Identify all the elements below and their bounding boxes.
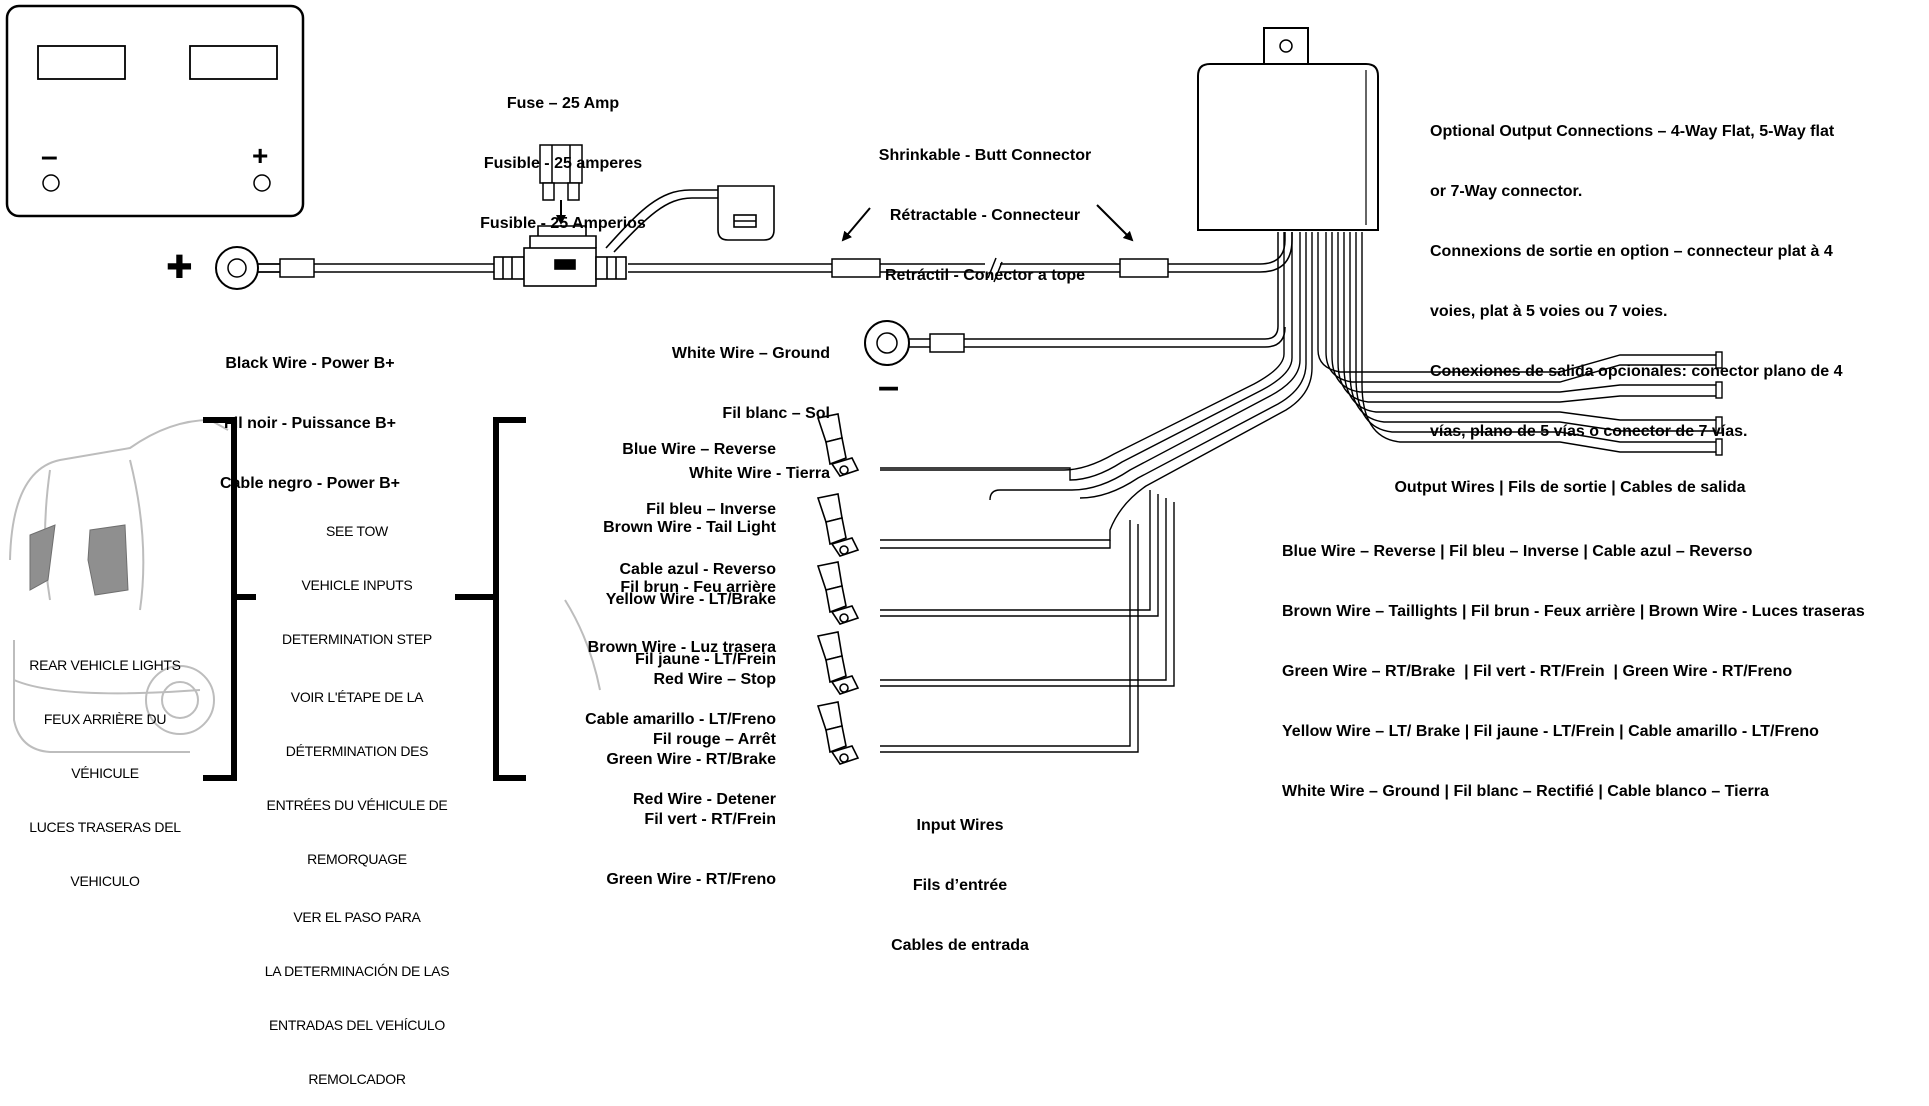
rear-lights-line: REAR VEHICLE LIGHTS: [29, 657, 181, 673]
output-wire-line: White Wire – Ground | Fil blanc – Rectif…: [1282, 783, 1769, 800]
optional-output-line: or 7-Way connector.: [1430, 183, 1583, 200]
see-tow-line: SEE TOW: [326, 523, 388, 539]
input-wire-label-blue: Blue Wire – Reverse Fil bleu – Inverse C…: [540, 400, 777, 600]
see-tow-line: ENTRADAS DEL VEHÍCULO: [268, 1017, 445, 1033]
battery-positive-symbol: +: [252, 140, 269, 171]
output-wire-line: Yellow Wire – LT/ Brake | Fil jaune - LT…: [1282, 723, 1819, 740]
input-wire-label-brown: Brown Wire - Tail Light Fil brun - Feu a…: [540, 478, 776, 678]
fuse-label-line: Fuse – 25 Amp: [506, 95, 620, 112]
ground-minus-symbol: –: [878, 366, 900, 408]
output-wire-line: Blue Wire – Reverse | Fil bleu – Inverse…: [1282, 543, 1753, 560]
input-wire-bundle: [880, 232, 1313, 753]
see-tow-line: VEHICLE INPUTS: [301, 577, 413, 593]
fuse-label-line: Fusible - 25 Amperios: [480, 215, 646, 232]
input-wire-line: Brown Wire - Tail Light: [603, 519, 776, 536]
black-wire-label-line: Black Wire - Power B+: [225, 355, 395, 372]
input-wires-title-line: Fils d’entrée: [912, 877, 1008, 894]
input-wire-line: Red Wire - Detener: [633, 791, 776, 808]
optional-output-line: Optional Output Connections – 4-Way Flat…: [1430, 123, 1835, 140]
power-plus-symbol: ✚: [166, 249, 193, 285]
input-wire-line: Fil bleu – Inverse: [646, 501, 776, 518]
input-wires-title: Input Wires Fils d’entrée Cables de entr…: [860, 776, 1060, 976]
input-wire-label-red: Red Wire – Stop Fil rouge – Arrêt Red Wi…: [540, 630, 776, 830]
rear-lights-line: LUCES TRASERAS DEL: [29, 819, 181, 835]
input-wire-line: Green Wire - RT/Brake: [606, 751, 776, 768]
white-wire-label: White Wire – Ground Fil blanc – Sol Whit…: [600, 304, 830, 504]
fuse-label: Fuse – 25 Amp Fusible - 25 amperes Fusib…: [438, 54, 688, 254]
splice-connectors: [816, 413, 860, 765]
output-wire-ends: [1715, 351, 1723, 456]
see-tow-line: VER EL PASO PARA: [293, 909, 421, 925]
battery-negative-terminal: [42, 174, 60, 192]
output-wire-line: Green Wire – RT/Brake | Fil vert - RT/Fr…: [1282, 663, 1793, 680]
converter-module: [1197, 27, 1379, 231]
see-tow-line: REMORQUAGE: [307, 851, 407, 867]
battery-positive-terminal: [253, 174, 271, 192]
output-wires-title: Output Wires | Fils de sortie | Cables d…: [1394, 479, 1746, 496]
output-wire-line: Brown Wire – Taillights | Fil brun - Feu…: [1282, 603, 1865, 620]
see-tow-line: ENTRÉES DU VÉHICULE DE: [266, 797, 448, 813]
input-wire-line: Fil brun - Feu arrière: [620, 579, 776, 596]
ground-wire: [864, 232, 1286, 366]
input-wire-line: Fil vert - RT/Frein: [644, 811, 776, 828]
black-wire-label-line: Fil noir - Puissance B+: [223, 415, 397, 432]
butt-connector-arrows: [841, 204, 1134, 242]
power-ring-terminal: [215, 246, 315, 290]
white-wire-label-line: White Wire – Ground: [671, 345, 830, 362]
white-wire-label-line: Fil blanc – Sol: [722, 405, 830, 422]
battery-negative-symbol: –: [41, 140, 58, 173]
see-tow-line: LA DETERMINACIÓN DE LAS: [264, 963, 450, 979]
input-wires-title-line: Cables de entrada: [891, 937, 1029, 954]
input-wire-line: Yellow Wire - LT/Brake: [605, 591, 776, 608]
butt-connectors: [831, 258, 1169, 278]
butt-connector-label-line: Retráctil - Conector a tope: [884, 267, 1086, 284]
input-wire-line: Brown Wire - Luz trasera: [587, 639, 776, 656]
input-wire-line: Fil rouge – Arrêt: [653, 731, 776, 748]
input-wire-line: Blue Wire – Reverse: [622, 441, 776, 458]
see-tow-line: DÉTERMINATION DES: [285, 743, 429, 759]
see-tow-line: DETERMINATION STEP: [282, 631, 432, 647]
optional-output-line: vías, plano de 5 vías o conector de 7 ví…: [1430, 423, 1748, 440]
input-wire-label-yellow: Yellow Wire - LT/Brake Fil jaune - LT/Fr…: [540, 550, 776, 750]
butt-connector-label-line: Shrinkable - Butt Connector: [878, 147, 1092, 164]
brackets: [203, 417, 526, 781]
see-tow-line: VOIR L'ÉTAPE DE LA: [290, 689, 424, 705]
butt-connector-label-line: Rétractable - Connecteur: [889, 207, 1081, 224]
black-wire-label: Black Wire - Power B+ Fil noir - Puissan…: [190, 314, 430, 514]
input-wire-line: Fil jaune - LT/Frein: [634, 651, 776, 668]
rear-lights-line: FEUX ARRIÈRE DU: [43, 711, 167, 727]
input-wire-label-green: Green Wire - RT/Brake Fil vert - RT/Frei…: [540, 710, 776, 910]
black-wire-label-line: Cable negro - Power B+: [219, 475, 401, 492]
butt-connector-label: Shrinkable - Butt Connector Rétractable …: [840, 106, 1130, 306]
fuse-holder: [493, 185, 775, 287]
rear-lights-line: VEHICULO: [70, 873, 140, 889]
battery: [5, 4, 305, 218]
see-tow-line: REMOLCADOR: [308, 1071, 406, 1087]
fuse-blade: [539, 144, 583, 225]
rear-vehicle-lights-label: REAR VEHICLE LIGHTS FEUX ARRIÈRE DU VÉHI…: [10, 620, 200, 908]
output-wire-bundle: [1317, 232, 1720, 453]
input-wire-line: Cable amarillo - LT/Freno: [585, 711, 776, 728]
wiring-diagram: [5, 4, 1723, 781]
fuse-label-line: Fusible - 25 amperes: [483, 155, 643, 172]
optional-output-label: Optional Output Connections – 4-Way Flat…: [1430, 82, 1843, 462]
input-wire-line: Green Wire - RT/Freno: [606, 871, 776, 888]
input-wires-title-line: Input Wires: [916, 817, 1004, 834]
optional-output-line: voies, plat à 5 voies ou 7 voies.: [1430, 303, 1668, 320]
input-wire-line: Red Wire – Stop: [653, 671, 776, 688]
see-tow-vehicle-label: SEE TOW VEHICLE INPUTS DETERMINATION STE…: [262, 486, 452, 1106]
rear-lights-line: VÉHICULE: [71, 765, 139, 781]
white-wire-label-line: White Wire - Tierra: [689, 465, 830, 482]
optional-output-line: Connexions de sortie en option – connect…: [1430, 243, 1833, 260]
output-wires-list: Blue Wire – Reverse | Fil bleu – Inverse…: [1282, 502, 1865, 822]
optional-output-line: Conexiones de salida opcionales: conecto…: [1430, 363, 1843, 380]
rear-vehicle-light-shapes: [29, 524, 129, 596]
vehicle-rear-illustration: [9, 418, 601, 753]
input-wire-line: Cable azul - Reverso: [619, 561, 777, 578]
